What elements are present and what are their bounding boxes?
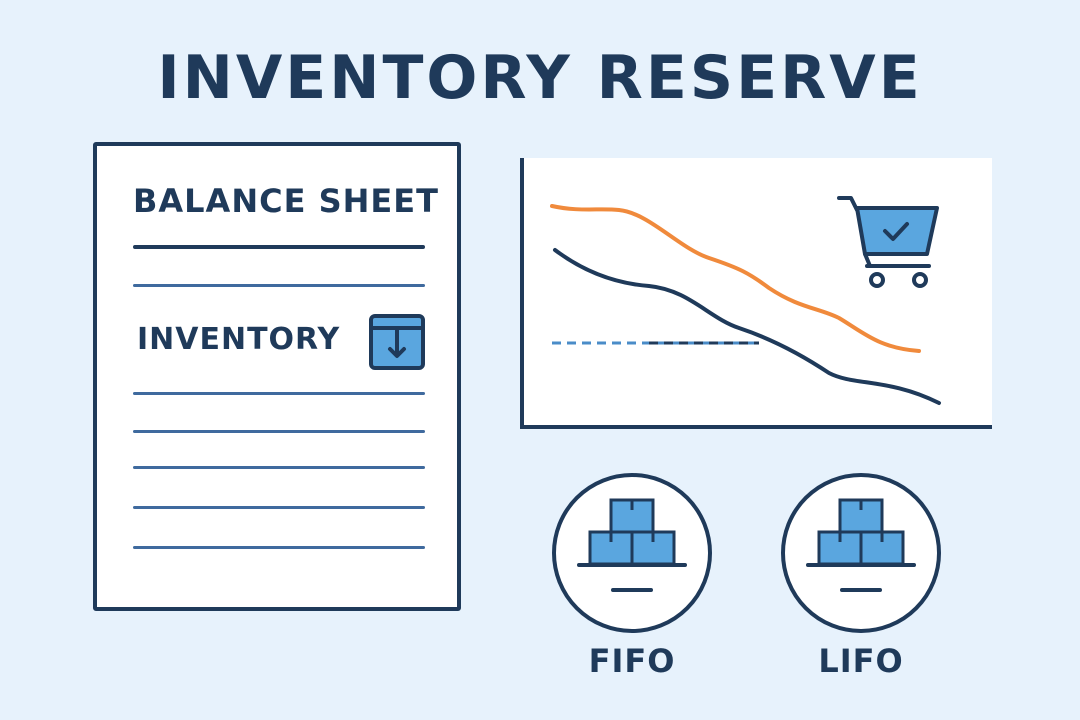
stacked-boxes-icon xyxy=(577,498,687,592)
sheet-rule xyxy=(133,392,425,395)
fifo-label: FIFO xyxy=(588,642,676,680)
page-title: INVENTORY RESERVE xyxy=(157,43,923,113)
chart-background xyxy=(521,158,992,428)
navy-trend-line xyxy=(553,248,941,405)
orange-trend-line xyxy=(550,204,921,353)
sheet-rule xyxy=(133,506,425,509)
box-down-arrow-icon xyxy=(369,314,425,370)
fifo-method-icon xyxy=(552,473,712,633)
shopping-cart-check-icon xyxy=(837,196,939,288)
inventory-line-item: INVENTORY xyxy=(137,322,341,357)
sheet-rule xyxy=(133,284,425,287)
sheet-rule xyxy=(133,546,425,549)
lifo-label: LIFO xyxy=(818,642,904,680)
balance-sheet-document: BALANCE SHEET INVENTORY xyxy=(93,142,461,611)
lifo-method-icon xyxy=(781,473,941,633)
balance-sheet-heading: BALANCE SHEET xyxy=(133,182,439,220)
sheet-rule xyxy=(133,245,425,249)
declining-value-chart xyxy=(520,158,992,429)
stacked-boxes-icon xyxy=(806,498,916,592)
sheet-rule xyxy=(133,466,425,469)
sheet-rule xyxy=(133,430,425,433)
